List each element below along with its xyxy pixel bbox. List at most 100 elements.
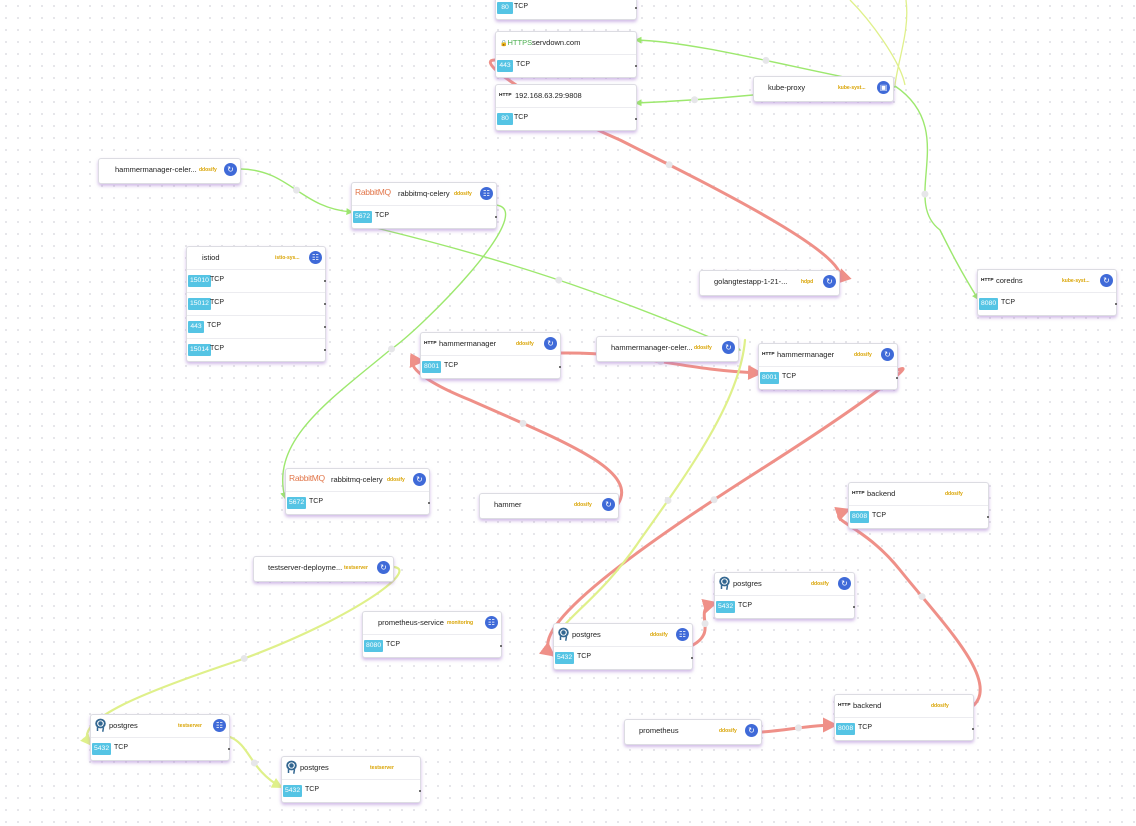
edge-midpoint-handle[interactable] (664, 496, 672, 504)
port-handle[interactable] (853, 606, 855, 608)
service-node-testserver-dep[interactable]: testserver-deployme...testserver↻ (253, 556, 394, 582)
edge-hammer-to-hm-left[interactable] (409, 352, 624, 506)
deployment-icon: ↻ (745, 724, 758, 737)
service-node-hm-celery-mid[interactable]: hammermanager-celer...ddosify↻ (596, 336, 739, 362)
port-handle[interactable] (500, 645, 502, 647)
http-protocol-label: HTTP (762, 352, 775, 357)
service-node-hm-celery-top[interactable]: hammermanager-celer...ddosify↻ (98, 158, 241, 184)
port-handle[interactable] (324, 349, 326, 351)
edge-midpoint-handle[interactable] (555, 276, 563, 284)
port-protocol: TCP (210, 276, 224, 283)
edge-midpoint-handle[interactable] (250, 759, 258, 767)
service-node-golangtest[interactable]: golangtestapp-1-21-...hdpd↻ (699, 270, 840, 296)
edge-backend-bottom-to-backend-top[interactable] (834, 506, 982, 707)
https-text: HTTPS (507, 38, 533, 47)
port-protocol: TCP (210, 345, 224, 352)
port-handle[interactable] (987, 516, 989, 518)
port-handle[interactable] (428, 502, 430, 504)
edge-rabbit-top-to-hm-celery-mid[interactable] (371, 226, 742, 352)
edge-offscreen[interactable] (849, 0, 906, 86)
port-handle[interactable] (324, 280, 326, 282)
port-handle[interactable] (419, 790, 421, 792)
edge-midpoint-handle[interactable] (762, 56, 770, 64)
port-handle[interactable] (635, 65, 637, 67)
edge-midpoint-handle[interactable] (921, 190, 929, 198)
port-handle[interactable] (896, 377, 898, 379)
port-handle[interactable] (635, 118, 637, 120)
port-handle[interactable] (635, 7, 637, 9)
port-number-badge: 15010 (188, 275, 211, 287)
port-number-badge: 443 (188, 321, 204, 333)
port-handle[interactable] (228, 748, 230, 750)
edge-kube-proxy-to-coredns[interactable] (894, 85, 979, 301)
port-handle[interactable] (495, 216, 497, 218)
http-protocol-label: HTTP (424, 341, 437, 346)
port-handle[interactable] (324, 303, 326, 305)
edge-midpoint-handle[interactable] (519, 419, 527, 427)
edge-offscreen[interactable] (894, 0, 908, 86)
port-handle[interactable] (324, 326, 326, 328)
edge-midpoint-handle[interactable] (701, 620, 709, 628)
deployment-icon: ↻ (838, 577, 851, 590)
edge-midpoint-handle[interactable] (691, 96, 699, 104)
deployment-icon: ↻ (881, 348, 894, 361)
edge-kube-proxy-to-ip-192[interactable] (634, 94, 754, 107)
port-handle[interactable] (1115, 303, 1117, 305)
edge-midpoint-handle[interactable] (240, 654, 248, 662)
edge-hm-celery-mid-to-pg-ddosify-left[interactable] (552, 338, 747, 643)
port-handle[interactable] (972, 728, 974, 730)
edge-midpoint-handle[interactable] (710, 496, 718, 504)
edge-midpoint-handle[interactable] (665, 161, 673, 169)
deployment-icon: ↻ (823, 275, 836, 288)
port-handle[interactable] (691, 657, 693, 659)
edge-midpoint-handle[interactable] (918, 593, 926, 601)
edge-midpoint-handle[interactable] (388, 345, 396, 353)
port-handle[interactable] (559, 366, 561, 368)
edge-midpoint-handle[interactable] (794, 724, 802, 732)
edge-midpoint-handle[interactable] (293, 186, 301, 194)
edge-pg-test-left-to-pg-test-right[interactable] (228, 735, 283, 789)
